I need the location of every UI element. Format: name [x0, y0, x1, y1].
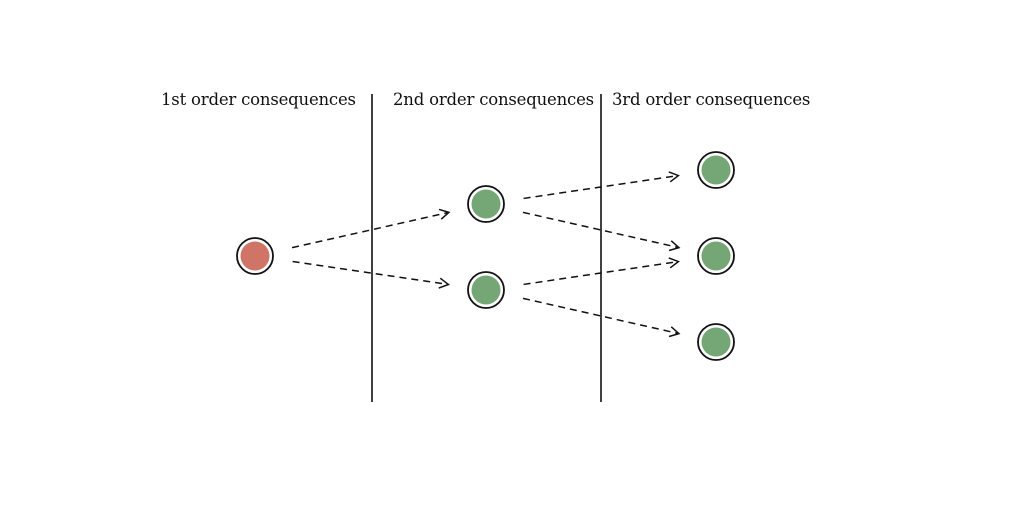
dashed-arrow — [291, 208, 451, 249]
arrowhead-icon — [438, 277, 450, 289]
consequence-node-positive — [697, 151, 735, 189]
dashed-arrow — [523, 171, 680, 200]
consequence-node-positive — [467, 271, 505, 309]
column-label-3rd-order: 3rd order consequences — [612, 90, 811, 109]
dashed-arrow — [292, 260, 450, 289]
dashed-arrow — [523, 257, 680, 286]
dashed-arrow — [522, 211, 681, 252]
column-label-2nd-order: 2nd order consequences — [393, 90, 594, 109]
arrowhead-icon — [668, 257, 680, 269]
dashed-arrow — [522, 297, 681, 338]
consequence-node-negative — [236, 237, 274, 275]
consequence-node-positive — [697, 323, 735, 361]
arrowhead-icon — [668, 171, 680, 183]
arrowhead-icon — [668, 326, 681, 338]
arrowhead-icon — [438, 208, 451, 220]
arrowhead-icon — [668, 240, 681, 252]
column-label-1st-order: 1st order consequences — [161, 90, 356, 109]
consequence-node-positive — [467, 185, 505, 223]
consequence-node-positive — [697, 237, 735, 275]
